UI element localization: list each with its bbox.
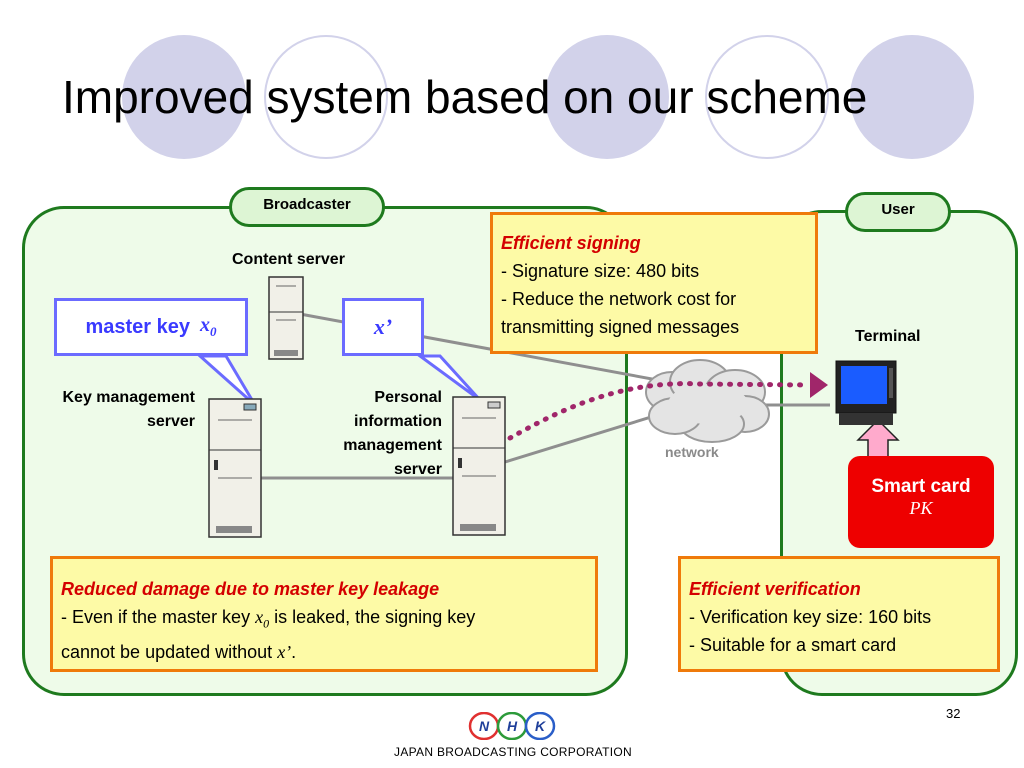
nhk-logo: N H K — [468, 711, 558, 741]
personal-info-label: Personal information management server — [343, 389, 442, 478]
slide-title: Improved system based on our scheme — [62, 71, 868, 123]
nhk-letter: H — [507, 718, 518, 734]
reduced-damage-note: Reduced damage due to master key leakage… — [50, 556, 598, 672]
nhk-letter: N — [479, 718, 490, 734]
personal-info-server-icon — [452, 396, 506, 536]
nhk-letter: K — [535, 718, 546, 734]
arrow-head — [810, 372, 828, 398]
page-number: 32 — [946, 706, 961, 721]
terminal-label: Terminal — [855, 328, 921, 345]
decorative-circle — [850, 35, 974, 159]
key-management-server-icon — [208, 398, 262, 538]
terminal-tv-icon — [835, 360, 897, 425]
decorative-circle — [545, 35, 669, 159]
key-management-label: Key management server — [62, 389, 196, 430]
master-key-callout: master key x0 — [54, 298, 248, 356]
decorative-circle — [264, 35, 388, 159]
content-server-icon — [268, 276, 304, 360]
network-label: network — [665, 444, 719, 460]
callout-pointer — [196, 354, 257, 407]
decorative-circle — [122, 35, 246, 159]
nhk-logo-caption: JAPAN BROADCASTING CORPORATION — [394, 745, 632, 759]
smart-card: Smart card PK — [848, 456, 994, 548]
efficient-verification-note: Efficient verification - Verification ke… — [678, 556, 1000, 672]
cloud-icon — [645, 359, 770, 443]
x-prime-callout: x’ — [342, 298, 424, 356]
callout-pointer — [415, 354, 482, 402]
broadcaster-tag: Broadcaster — [229, 187, 385, 227]
secure-channel-arrow — [507, 381, 811, 441]
user-tag: User — [845, 192, 951, 232]
decorative-circle — [705, 35, 829, 159]
content-server-label: Content server — [232, 251, 345, 268]
nhk-logo-mark: N H K — [468, 711, 556, 741]
efficient-signing-note: Efficient signing - Signature size: 480 … — [490, 212, 818, 354]
